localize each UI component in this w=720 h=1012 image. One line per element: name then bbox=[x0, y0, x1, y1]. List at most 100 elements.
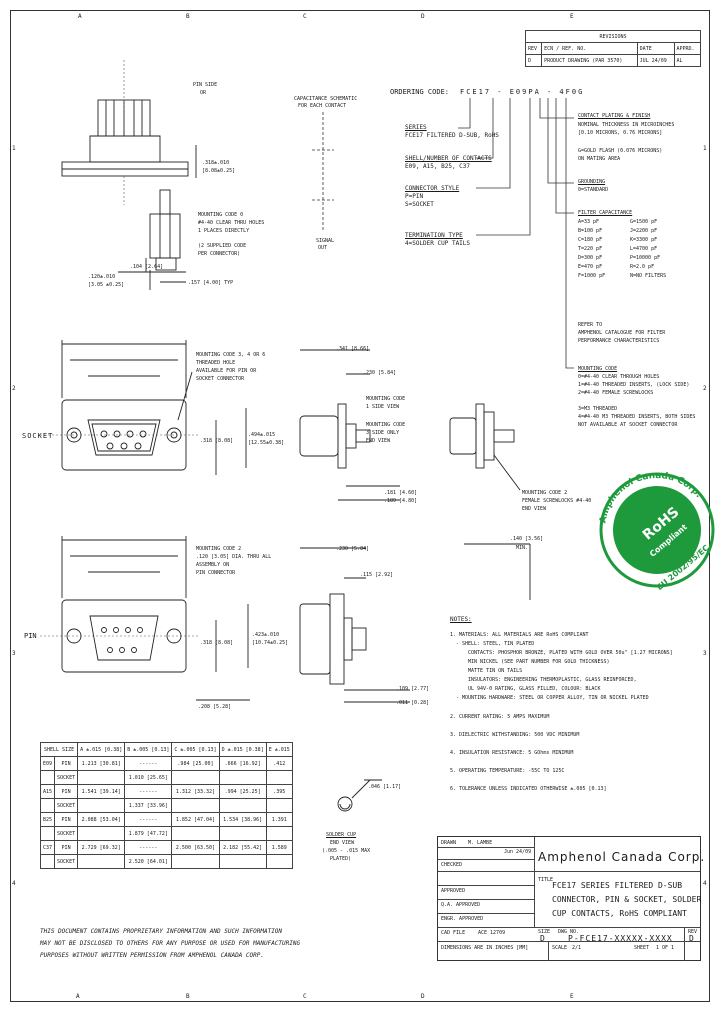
schematic-out: OUT bbox=[318, 245, 328, 251]
socket-label: SOCKET bbox=[22, 432, 54, 440]
pin-side-value: OR bbox=[200, 90, 207, 96]
filter-capacitance-item: P=10000 pF bbox=[630, 255, 661, 261]
checked-label: CHECKED bbox=[441, 862, 463, 868]
solder-cup-dim: .046 [1.17] bbox=[368, 784, 402, 790]
mid-dim-bottom: .181 [4.60] bbox=[384, 490, 418, 496]
filter-capacitance-item: L=4700 pF bbox=[630, 246, 658, 252]
size-value: D bbox=[540, 934, 545, 943]
top-dim-2: .120±.010 bbox=[88, 274, 116, 280]
contact-plating-title: CONTACT PLATING & FINISH bbox=[578, 113, 651, 119]
zone-row-1-right: 1 bbox=[703, 145, 707, 152]
filter-capacitance-item: G=1500 pF bbox=[630, 219, 658, 225]
note-item: 4. INSULATION RESISTANCE: 5 GOhms MINIMU… bbox=[450, 750, 574, 756]
low-dim-b: .115 [2.92] bbox=[360, 572, 394, 578]
socket-dim-h: .318 [8.08] bbox=[200, 438, 234, 444]
filter-capacitance-item: B=100 pF bbox=[578, 228, 603, 234]
dim-table-cell bbox=[265, 854, 293, 869]
note-item: MATTE TIN ON TAILS bbox=[468, 668, 523, 674]
socket-note-line: AVAILABLE FOR PIN OR bbox=[196, 368, 257, 374]
contact-plating-line: NOMINAL THICKNESS IN MICROINCHES bbox=[578, 122, 675, 128]
mid-note-line: 3 SIDE ONLY bbox=[366, 430, 400, 436]
note-item: UL 94V-0 RATING, GLASS FILLED, COLOUR: B… bbox=[468, 686, 601, 692]
schematic-in: SIGNAL bbox=[316, 238, 335, 244]
shell-title: SHELL/NUMBER OF CONTACTS bbox=[405, 155, 492, 162]
contact-plating-line: ON MATING AREA bbox=[578, 156, 621, 162]
note-item: 5. OPERATING TEMPERATURE: -55C TO 125C bbox=[450, 768, 565, 774]
mount2-note-line: END VIEW bbox=[522, 506, 547, 512]
mid-dim-top: .341 [8.66] bbox=[336, 346, 370, 352]
series-title: SERIES bbox=[405, 124, 427, 131]
zone-letter-d: D bbox=[421, 13, 425, 20]
dimension-table: SHELL SIZE A ±.015 [0.38] B ±.005 [0.13]… bbox=[39, 742, 293, 869]
filter-capacitance-item: A=33 pF bbox=[578, 219, 600, 225]
approved-label: APPROVED bbox=[441, 888, 466, 894]
rev-cell: D bbox=[524, 54, 543, 67]
filter-capacitance-item: E=470 pF bbox=[578, 264, 603, 270]
revisions-table: REVISIONS REV ECN / REF. NO. DATE APPRD.… bbox=[524, 30, 701, 67]
contact-plating-line: G=GOLD FLASH (0.076 MICRONS) bbox=[578, 148, 663, 154]
dim-table-cell: 2.520 [64.01] bbox=[124, 854, 173, 869]
pin-note-line: .120 [3.05] DIA. THRU ALL bbox=[196, 554, 272, 560]
note-item: 2. CURRENT RATING: 5 AMPS MAXIMUM bbox=[450, 714, 550, 720]
mounting-line: 1=#4-40 THREADED INSERTS, (LOCK SIDE) bbox=[578, 382, 690, 388]
title-label: TITLE bbox=[538, 877, 554, 883]
zone-row-4: 4 bbox=[12, 880, 16, 887]
title-line: CUP CONTACTS, RoHS COMPLIANT bbox=[552, 909, 687, 918]
company-name: Amphenol Canada Corp. bbox=[538, 850, 706, 864]
note-item: 6. TOLERANCE UNLESS INDICATED OTHERWISE … bbox=[450, 786, 607, 792]
filter-capacitance-item: J=2200 pF bbox=[630, 228, 658, 234]
style-value-socket: S=SOCKET bbox=[405, 201, 434, 208]
solder-cup-sub: END VIEW bbox=[330, 840, 355, 846]
title-block: DRAWN M. LAMBE Jun 24/09 CHECKED APPROVE… bbox=[437, 836, 704, 961]
filter-capacitance-item: K=3300 pF bbox=[630, 237, 658, 243]
zone-row-4-right: 4 bbox=[703, 880, 707, 887]
filter-capacitance-item: C=180 pF bbox=[578, 237, 603, 243]
low-dim-d: .011 [0.28] bbox=[396, 700, 430, 706]
low-dim-c: .109 [2.77] bbox=[396, 686, 430, 692]
note-item: - MOUNTING HARDWARE: STEEL OR COPPER ALL… bbox=[456, 695, 649, 701]
sheet-label: SHEET bbox=[634, 945, 650, 951]
pin-note-line: MOUNTING CODE 2 bbox=[196, 546, 242, 552]
grounding-value: 0=STANDARD bbox=[578, 187, 609, 193]
notes-title: NOTES: bbox=[450, 616, 472, 623]
socket-note-line: SOCKET CONNECTOR bbox=[196, 376, 245, 382]
zone-letter-e-bottom: E bbox=[570, 993, 574, 1000]
mount-note-line: PER CONNECTOR) bbox=[198, 251, 241, 257]
grounding-title: GROUNDING bbox=[578, 179, 606, 185]
socket-dim-h2-metric: [12.55±0.38] bbox=[248, 440, 285, 446]
rev-value: D bbox=[689, 934, 694, 943]
mounting-line: 2=#4-40 FEMALE SCREWLOCKS bbox=[578, 390, 654, 396]
solder-cup-title: SOLDER CUP bbox=[326, 832, 357, 838]
mounting-line: NOT AVAILABLE AT SOCKET CONNECTOR bbox=[578, 422, 678, 428]
title-line: FCE17 SERIES FILTERED D-SUB bbox=[552, 881, 683, 890]
mounting-line: 0=#4-40 CLEAR THROUGH HOLES bbox=[578, 374, 660, 380]
cad-label: CAD FILE bbox=[441, 930, 466, 936]
pin-dim2: .208 [5.28] bbox=[198, 704, 232, 710]
scale-label: SCALE bbox=[552, 945, 568, 951]
low-dim-a2: MIN. bbox=[516, 545, 529, 551]
rev-cell: JUL 24/09 bbox=[636, 54, 675, 67]
refer-note-line: REFER TO bbox=[578, 322, 603, 328]
zone-row-2: 2 bbox=[12, 385, 16, 392]
dim-table-cell bbox=[218, 854, 267, 869]
socket-note-line: THREADED HOLE bbox=[196, 360, 236, 366]
filter-capacitance-item: D=300 pF bbox=[578, 255, 603, 261]
refer-note-line: PERFORMANCE CHARACTERISTICS bbox=[578, 338, 660, 344]
contact-plating-line: [0.10 MICRONS, 0.76 MICRONS] bbox=[578, 130, 663, 136]
mid-dim-bottom2: .189 [4.80] bbox=[384, 498, 418, 504]
zone-letter-c-bottom: C bbox=[303, 993, 307, 1000]
zone-letter-e: E bbox=[570, 13, 574, 20]
drawn-value: M. LAMBE bbox=[468, 840, 493, 846]
pin-dim: .318 [8.08] bbox=[200, 640, 234, 646]
socket-note-line: MOUNTING CODE 3, 4 OR 6 bbox=[196, 352, 266, 358]
